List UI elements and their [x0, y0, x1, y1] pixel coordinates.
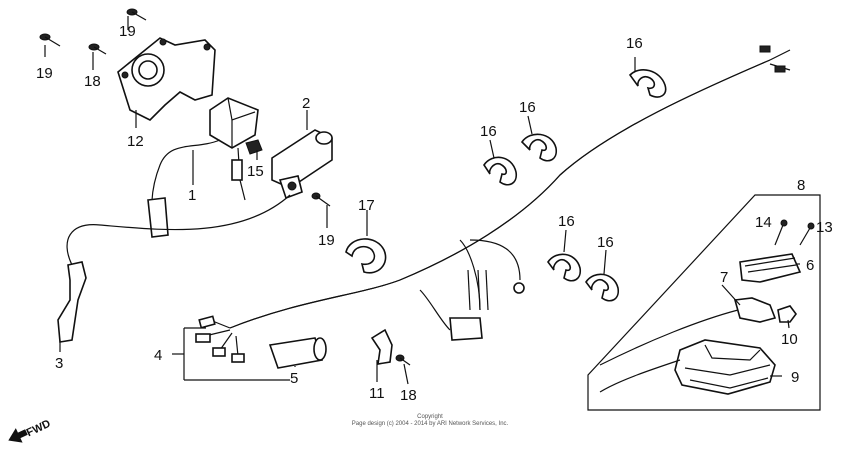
screw-part[interactable] [774, 219, 788, 246]
band-clamp-part[interactable] [520, 133, 558, 162]
callout-18: 18 [84, 73, 101, 90]
callout-8: 8 [797, 177, 805, 194]
tail-lens-part[interactable] [739, 253, 802, 283]
ignition-coil-part[interactable] [271, 129, 333, 200]
bulb-part[interactable] [777, 305, 797, 323]
callout-19: 19 [36, 65, 53, 82]
callout-2: 2 [302, 95, 310, 112]
tail-light-group-box [587, 194, 821, 411]
callout-18: 18 [400, 387, 417, 404]
callout-9: 9 [791, 369, 799, 386]
callout-7: 7 [720, 269, 728, 286]
bolt-part[interactable] [311, 192, 331, 207]
callout-16: 16 [480, 123, 497, 140]
callout-5: 5 [290, 370, 298, 387]
bracket-part[interactable] [117, 37, 216, 121]
bolt-part[interactable] [395, 354, 411, 366]
tail-housing-part[interactable] [599, 339, 776, 395]
screw-part[interactable] [799, 222, 815, 246]
callout-19: 19 [119, 23, 136, 40]
callout-16: 16 [597, 234, 614, 251]
callout-14: 14 [755, 214, 772, 231]
callout-16: 16 [558, 213, 575, 230]
wire-clamp-part[interactable] [370, 328, 393, 365]
copyright-footer: Copyright Page design (c) 2004 - 2014 by… [300, 414, 560, 428]
bulb-socket-part[interactable] [599, 297, 777, 366]
bolt-part[interactable] [88, 43, 107, 55]
bolt-part[interactable] [126, 8, 147, 21]
callout-10: 10 [781, 331, 798, 348]
forward-direction-icon: FWD [8, 418, 53, 443]
callout-11: 11 [369, 385, 385, 402]
callout-16: 16 [626, 35, 643, 52]
connector-cover-part[interactable] [268, 337, 327, 369]
callout-15: 15 [247, 163, 264, 180]
spark-plug-wire[interactable] [57, 194, 291, 343]
connector-bundle-part[interactable] [195, 315, 245, 363]
callout-1: 1 [188, 187, 196, 204]
callout-6: 6 [806, 257, 814, 274]
callout-16: 16 [519, 99, 536, 116]
band-clamp-part[interactable] [628, 69, 667, 98]
band-clamp-part[interactable] [585, 273, 620, 302]
callout-17: 17 [358, 197, 375, 214]
fwd-label: FWD [25, 418, 53, 439]
copyright-line: Copyright [417, 414, 443, 420]
band-clamp-part[interactable] [547, 253, 582, 282]
bolt-part[interactable] [39, 33, 61, 47]
band-clamp-part[interactable] [483, 156, 518, 186]
main-wire-harness[interactable] [229, 45, 791, 341]
callout-4: 4 [154, 347, 162, 364]
copyright-notice: Page design (c) 2004 - 2014 by ARI Netwo… [351, 421, 509, 427]
band-clamp-part[interactable] [345, 238, 387, 274]
cdi-unit-part[interactable] [147, 97, 259, 238]
callout-12: 12 [127, 133, 144, 150]
callout-13: 13 [816, 219, 833, 236]
leader-lines [44, 16, 800, 385]
callout-3: 3 [55, 355, 63, 372]
rubber-grommet-part[interactable] [245, 139, 263, 155]
callout-19: 19 [318, 232, 335, 249]
